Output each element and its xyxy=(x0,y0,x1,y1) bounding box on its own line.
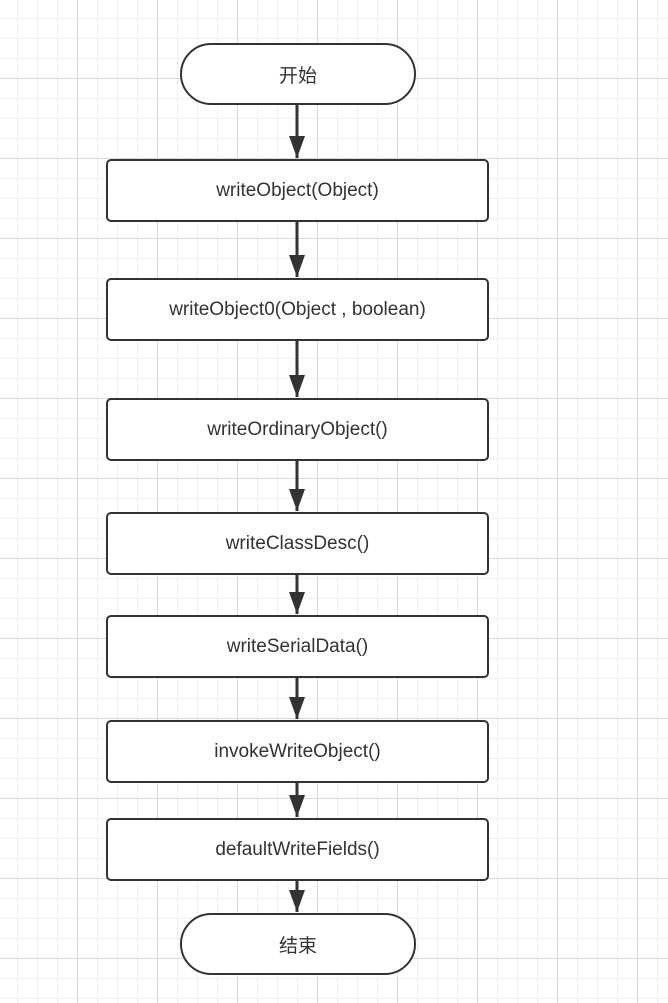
step-label: writeClassDesc() xyxy=(225,532,370,554)
step-label: defaultWriteFields() xyxy=(215,838,380,860)
step-invoke-write-object: invokeWriteObject() xyxy=(106,720,489,783)
step-write-serial-data: writeSerialData() xyxy=(106,615,489,678)
end-label: 结束 xyxy=(278,934,317,957)
arrowhead-step6-to-step7 xyxy=(289,795,305,817)
arrowhead-step4-to-step5 xyxy=(289,592,305,614)
step-write-ordinary-object: writeOrdinaryObject() xyxy=(106,398,489,461)
step-write-object0: writeObject0(Object , boolean) xyxy=(106,278,489,341)
arrowhead-step2-to-step3 xyxy=(289,375,305,397)
step-label: writeObject(Object) xyxy=(216,179,379,201)
start-label: 开始 xyxy=(278,64,317,87)
arrowhead-step1-to-step2 xyxy=(289,255,305,277)
arrowhead-step3-to-step4 xyxy=(289,489,305,511)
step-default-write-fields: defaultWriteFields() xyxy=(106,818,489,881)
step-label: writeObject0(Object , boolean) xyxy=(169,298,426,320)
step-write-class-desc: writeClassDesc() xyxy=(106,512,489,575)
arrowhead-step7-to-end xyxy=(289,890,305,912)
step-label: writeOrdinaryObject() xyxy=(207,418,388,440)
step-label: writeSerialData() xyxy=(226,635,369,657)
step-write-object: writeObject(Object) xyxy=(106,159,489,222)
arrowhead-start-to-step1 xyxy=(289,136,305,158)
end-terminal: 结束 xyxy=(180,913,416,975)
step-label: invokeWriteObject() xyxy=(214,740,381,762)
start-terminal: 开始 xyxy=(180,43,416,105)
arrowhead-step5-to-step6 xyxy=(289,697,305,719)
